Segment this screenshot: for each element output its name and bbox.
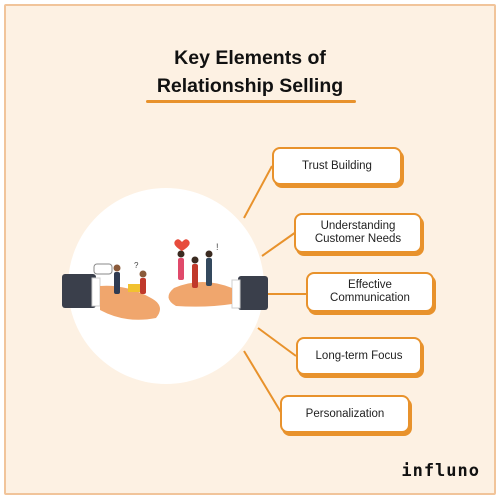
- element-understanding-customer-needs: Understanding Customer Needs: [294, 213, 422, 253]
- title-line-1: Key Elements of: [174, 47, 326, 69]
- title-line-2: Relationship Selling: [156, 75, 344, 97]
- element-trust-building: Trust Building: [272, 147, 402, 185]
- right-cuff: [231, 279, 241, 309]
- person-right-3-head: [205, 250, 213, 258]
- illustration-circle: [68, 188, 264, 384]
- element-effective-communication: Effective Communication: [306, 272, 434, 312]
- question-icon: ?: [134, 261, 139, 270]
- person-left-1: [114, 272, 120, 294]
- element-personalization: Personalization: [280, 395, 410, 433]
- title-underline: [146, 100, 356, 103]
- person-right-2-head: [191, 256, 199, 264]
- page-title: Key Elements of Relationship Selling: [6, 44, 494, 100]
- person-right-1-head: [177, 250, 185, 258]
- speech-bubble-icon: [93, 263, 113, 275]
- laptop: [128, 284, 140, 292]
- connector-trust: [243, 165, 273, 219]
- right-sleeve: [238, 276, 268, 310]
- left-cuff: [91, 277, 101, 307]
- right-hand: [168, 282, 232, 307]
- connector-lines: [243, 165, 306, 415]
- infographic-frame: Key Elements of Relationship Selling: [4, 4, 496, 495]
- person-left-2: [140, 278, 146, 294]
- left-hand: [100, 285, 160, 320]
- connector-understanding: [261, 231, 297, 257]
- person-right-1: [178, 258, 184, 280]
- person-right-3: [206, 258, 212, 286]
- brand-logo: influno: [401, 461, 480, 481]
- exclamation-icon: !: [216, 242, 219, 252]
- connector-personalization: [243, 350, 283, 415]
- person-left-2-head: [139, 270, 147, 278]
- person-right-2: [192, 264, 198, 288]
- left-sleeve: [62, 274, 96, 308]
- person-left-1-head: [113, 264, 121, 272]
- element-long-term-focus: Long-term Focus: [296, 337, 422, 375]
- connector-longterm: [257, 327, 297, 357]
- handshake-illustration: ! ?: [62, 188, 268, 384]
- heart-icon: [174, 239, 190, 251]
